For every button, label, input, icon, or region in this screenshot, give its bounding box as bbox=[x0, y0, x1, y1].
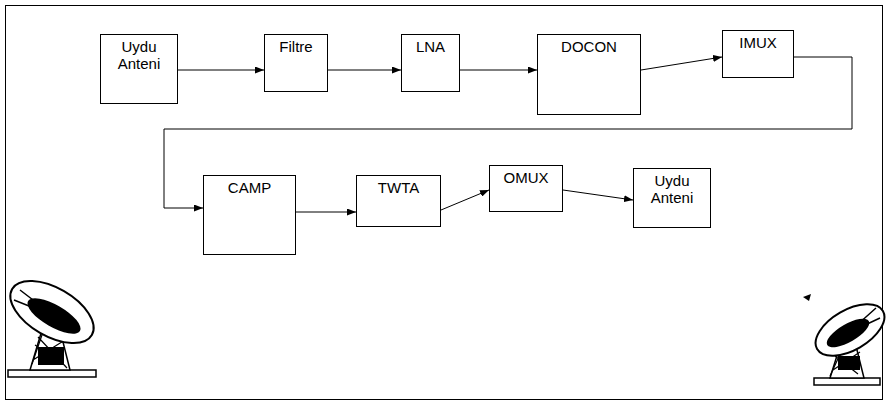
dish-reflector bbox=[807, 294, 888, 367]
signal-arrow bbox=[563, 190, 633, 200]
box-label: OMUX bbox=[494, 169, 558, 186]
process-box: Uydu Anteni bbox=[100, 34, 178, 104]
box-label: TWTA bbox=[361, 179, 436, 196]
box-label: LNA bbox=[406, 38, 455, 55]
process-box: TWTA bbox=[356, 175, 441, 227]
box-label: CAMP bbox=[208, 179, 291, 196]
signal-arrow bbox=[441, 190, 489, 210]
dish-reflector bbox=[0, 268, 104, 356]
process-box: OMUX bbox=[489, 165, 563, 212]
signal-arrow bbox=[296, 212, 356, 213]
box-label: Filtre bbox=[269, 38, 323, 55]
box-label: IMUX bbox=[727, 34, 789, 51]
dish-left bbox=[0, 268, 104, 377]
small-mark bbox=[803, 294, 811, 301]
box-label: Uydu Anteni bbox=[638, 172, 706, 206]
process-box: Filtre bbox=[264, 34, 328, 92]
outer-frame bbox=[6, 6, 883, 400]
signal-arrow bbox=[178, 70, 264, 71]
dish-feed bbox=[848, 308, 880, 333]
box-label: DOCON bbox=[542, 38, 636, 55]
dish-mount bbox=[38, 347, 64, 365]
process-box: IMUX bbox=[722, 30, 794, 78]
signal-arrow bbox=[328, 70, 401, 71]
process-box: DOCON bbox=[537, 34, 641, 115]
process-box: LNA bbox=[401, 34, 460, 92]
process-box: Uydu Anteni bbox=[633, 168, 711, 228]
dish-base bbox=[814, 378, 880, 385]
signal-arrow bbox=[460, 70, 537, 71]
dish-right bbox=[807, 294, 888, 385]
signal-arrow bbox=[641, 57, 722, 70]
box-label: Uydu Anteni bbox=[105, 38, 173, 72]
dish-mount bbox=[838, 356, 860, 370]
dish-base bbox=[8, 370, 96, 377]
process-box: CAMP bbox=[203, 175, 296, 255]
dish-feed bbox=[14, 290, 54, 316]
